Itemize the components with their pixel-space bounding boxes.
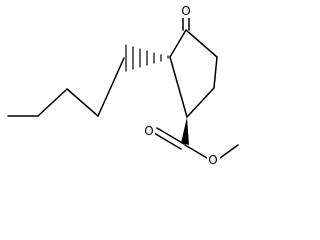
ring-bond-c3-c4: [185, 29, 218, 58]
bold-wedge-c1-ester: [181, 117, 189, 145]
ring-bond-c1-c2: [169, 56, 188, 118]
ester-oxygen-mask: [207, 153, 220, 167]
carbonyl-oxygen-label: O: [144, 124, 153, 138]
ketone-oxygen-label: O: [181, 4, 190, 18]
ester-double-bond-line-2: [153, 132, 182, 150]
pentyl-bond-2: [66, 88, 99, 117]
carbonyl-oxygen-mask: [143, 124, 155, 138]
ester-double-bond-line-1: [156, 127, 185, 145]
ring-bond-c5-c1: [186, 87, 215, 118]
hashed-wedge-c2-pentyl: [125, 44, 169, 72]
ester-oxygen-label: O: [208, 153, 217, 167]
molecule-canvas: O O O: [7, 4, 239, 167]
pentyl-bond-3: [37, 88, 68, 117]
ketone-oxygen-mask: [180, 4, 192, 18]
ring-bond-c2-c3: [169, 29, 187, 58]
ring-bond-c4-c5: [213, 56, 218, 89]
methoxy-bond: [219, 144, 239, 159]
ester-single-bond: [184, 144, 208, 159]
molecule-diagram: O O O: [7, 4, 239, 167]
pentyl-bond-1: [97, 57, 125, 117]
